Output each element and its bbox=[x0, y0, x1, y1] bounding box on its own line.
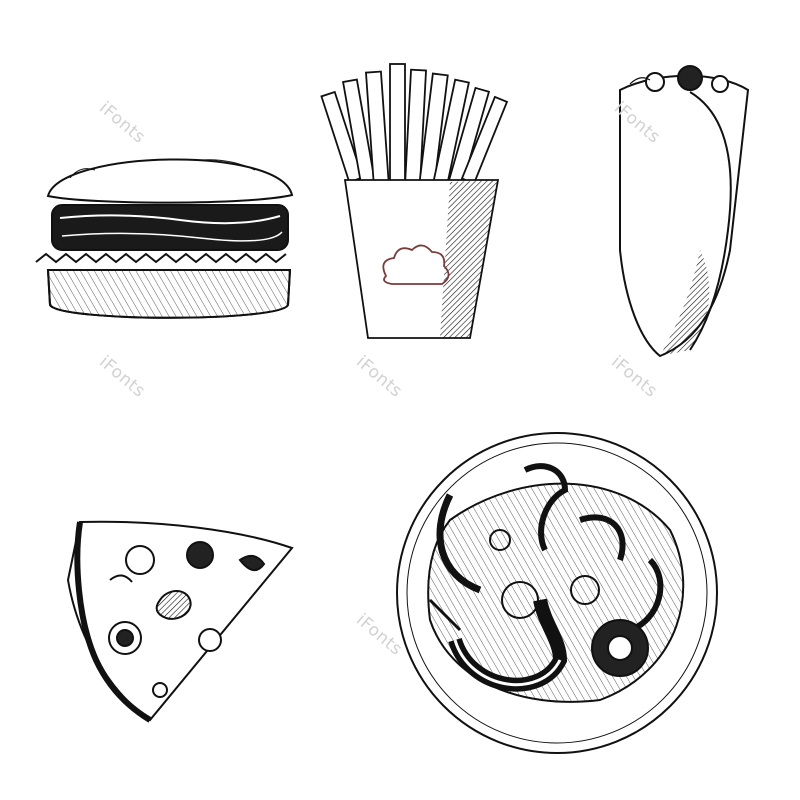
french-fries-icon bbox=[320, 63, 509, 339]
burger-icon bbox=[35, 158, 294, 319]
pizza-slice-icon bbox=[66, 520, 294, 723]
burrito-icon bbox=[619, 65, 750, 358]
shrimp-pasta-plate-icon bbox=[396, 432, 718, 754]
